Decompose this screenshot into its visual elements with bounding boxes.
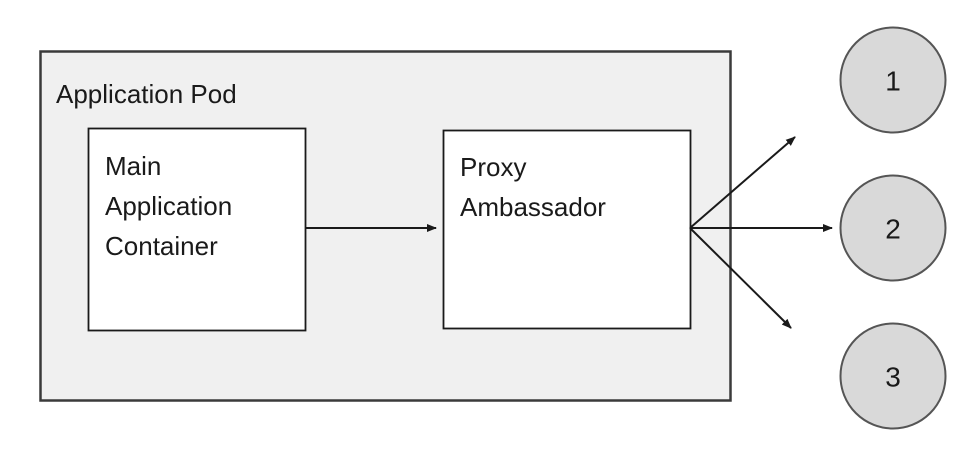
proxy-ambassador-line-1: Proxy	[460, 152, 526, 182]
service-node-2	[839, 174, 947, 282]
service-node-2-label: 2	[885, 214, 901, 245]
main-application-container-line-2: Application	[105, 191, 232, 221]
main-application-container-box	[87, 127, 307, 332]
proxy-ambassador-box	[442, 129, 692, 330]
arrow-proxy-to-service-1	[689, 136, 796, 229]
main-application-container-line-1: Main	[105, 151, 161, 181]
application-pod-label: Application Pod	[56, 79, 237, 109]
service-node-3	[839, 322, 947, 430]
main-application-container-line-3: Container	[105, 231, 218, 261]
arrow-proxy-to-service-3	[689, 227, 792, 329]
service-node-3-label: 3	[885, 362, 901, 393]
service-node-1	[839, 26, 947, 134]
proxy-ambassador-line-2: Ambassador	[460, 192, 606, 222]
service-node-1-label: 1	[885, 66, 901, 97]
